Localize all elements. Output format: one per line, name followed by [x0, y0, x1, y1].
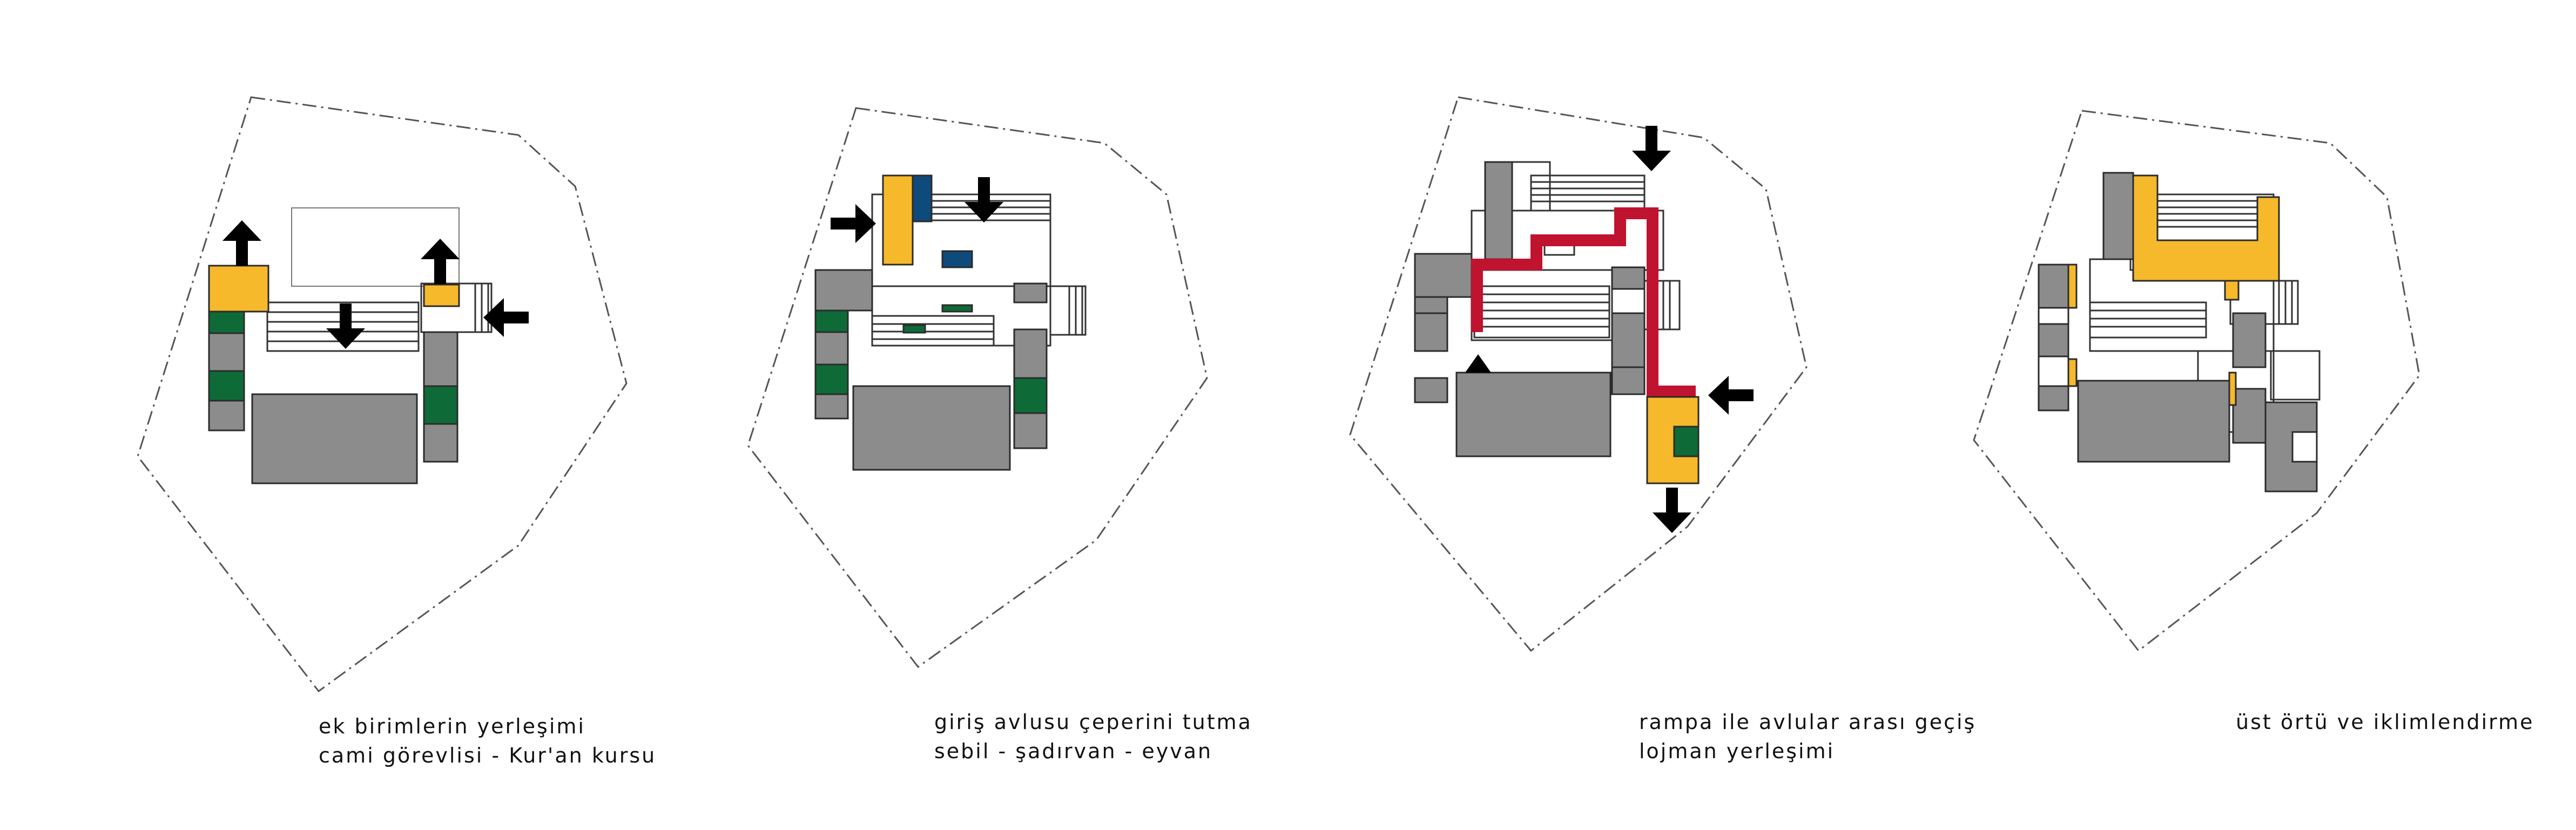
prayer-hall — [852, 385, 1011, 471]
panel-1-site-plan — [137, 96, 628, 693]
sadirvan — [941, 250, 973, 268]
yellow-unit — [208, 265, 269, 313]
caption-line: sebil - şadırvan - eyvan — [934, 739, 1213, 763]
arrow-icon-down — [1653, 488, 1691, 533]
gray-units — [1414, 161, 1646, 403]
arrow-icon-up — [421, 239, 460, 284]
roof-cover — [2067, 174, 2280, 406]
arrow-icon-left — [1708, 376, 1754, 415]
site-boundary — [1973, 110, 2420, 652]
site-boundary — [1349, 96, 1808, 652]
gray-units — [2038, 172, 2318, 492]
caption-line: rampa ile avlular arası geçiş — [1639, 710, 1977, 734]
caption-panel-4: üst örtü ve iklimlendirme — [2236, 707, 2534, 737]
site-boundary — [747, 107, 1208, 669]
triangle-icon — [1465, 354, 1491, 373]
sebil-unit — [882, 174, 914, 266]
left-wing — [814, 269, 873, 420]
entrance-units — [882, 174, 973, 334]
prayer-hall — [2077, 380, 2230, 463]
caption-panel-2: giriş avlusu çeperini tutma sebil - şadı… — [934, 707, 1252, 766]
courtyard-outline — [291, 207, 460, 287]
arrow-icon-down — [965, 177, 1003, 222]
arrow-icon-right — [831, 204, 876, 243]
caption-panel-3: rampa ile avlular arası geçiş lojman yer… — [1639, 707, 1976, 766]
roof-white-cells — [2038, 307, 2318, 463]
left-wing — [208, 265, 269, 431]
panel-4-site-plan — [1973, 110, 2420, 652]
caption-line: ek birimlerin yerleşimi — [319, 714, 585, 738]
caption-line: lojman yerleşimi — [1639, 739, 1835, 763]
site-boundary — [137, 96, 628, 693]
caption-line: cami görevlisi - Kur'an kursu — [319, 744, 657, 767]
caption-panel-1: ek birimlerin yerleşimi cami görevlisi -… — [319, 712, 656, 770]
right-wing — [1013, 282, 1048, 449]
arrow-icon-up — [222, 220, 261, 266]
prayer-hall — [1455, 372, 1611, 457]
ramp-route — [1471, 207, 1696, 397]
panel-2-site-plan — [747, 107, 1208, 669]
caption-line: giriş avlusu çeperini tutma — [934, 710, 1252, 734]
arrow-icon-down — [1632, 126, 1671, 171]
arrow-icon-left — [483, 298, 529, 337]
right-wing — [423, 284, 460, 463]
panel-3-site-plan — [1349, 96, 1808, 652]
lodging — [1646, 396, 1700, 484]
prayer-hall — [251, 393, 418, 484]
caption-line: üst örtü ve iklimlendirme — [2236, 710, 2534, 734]
